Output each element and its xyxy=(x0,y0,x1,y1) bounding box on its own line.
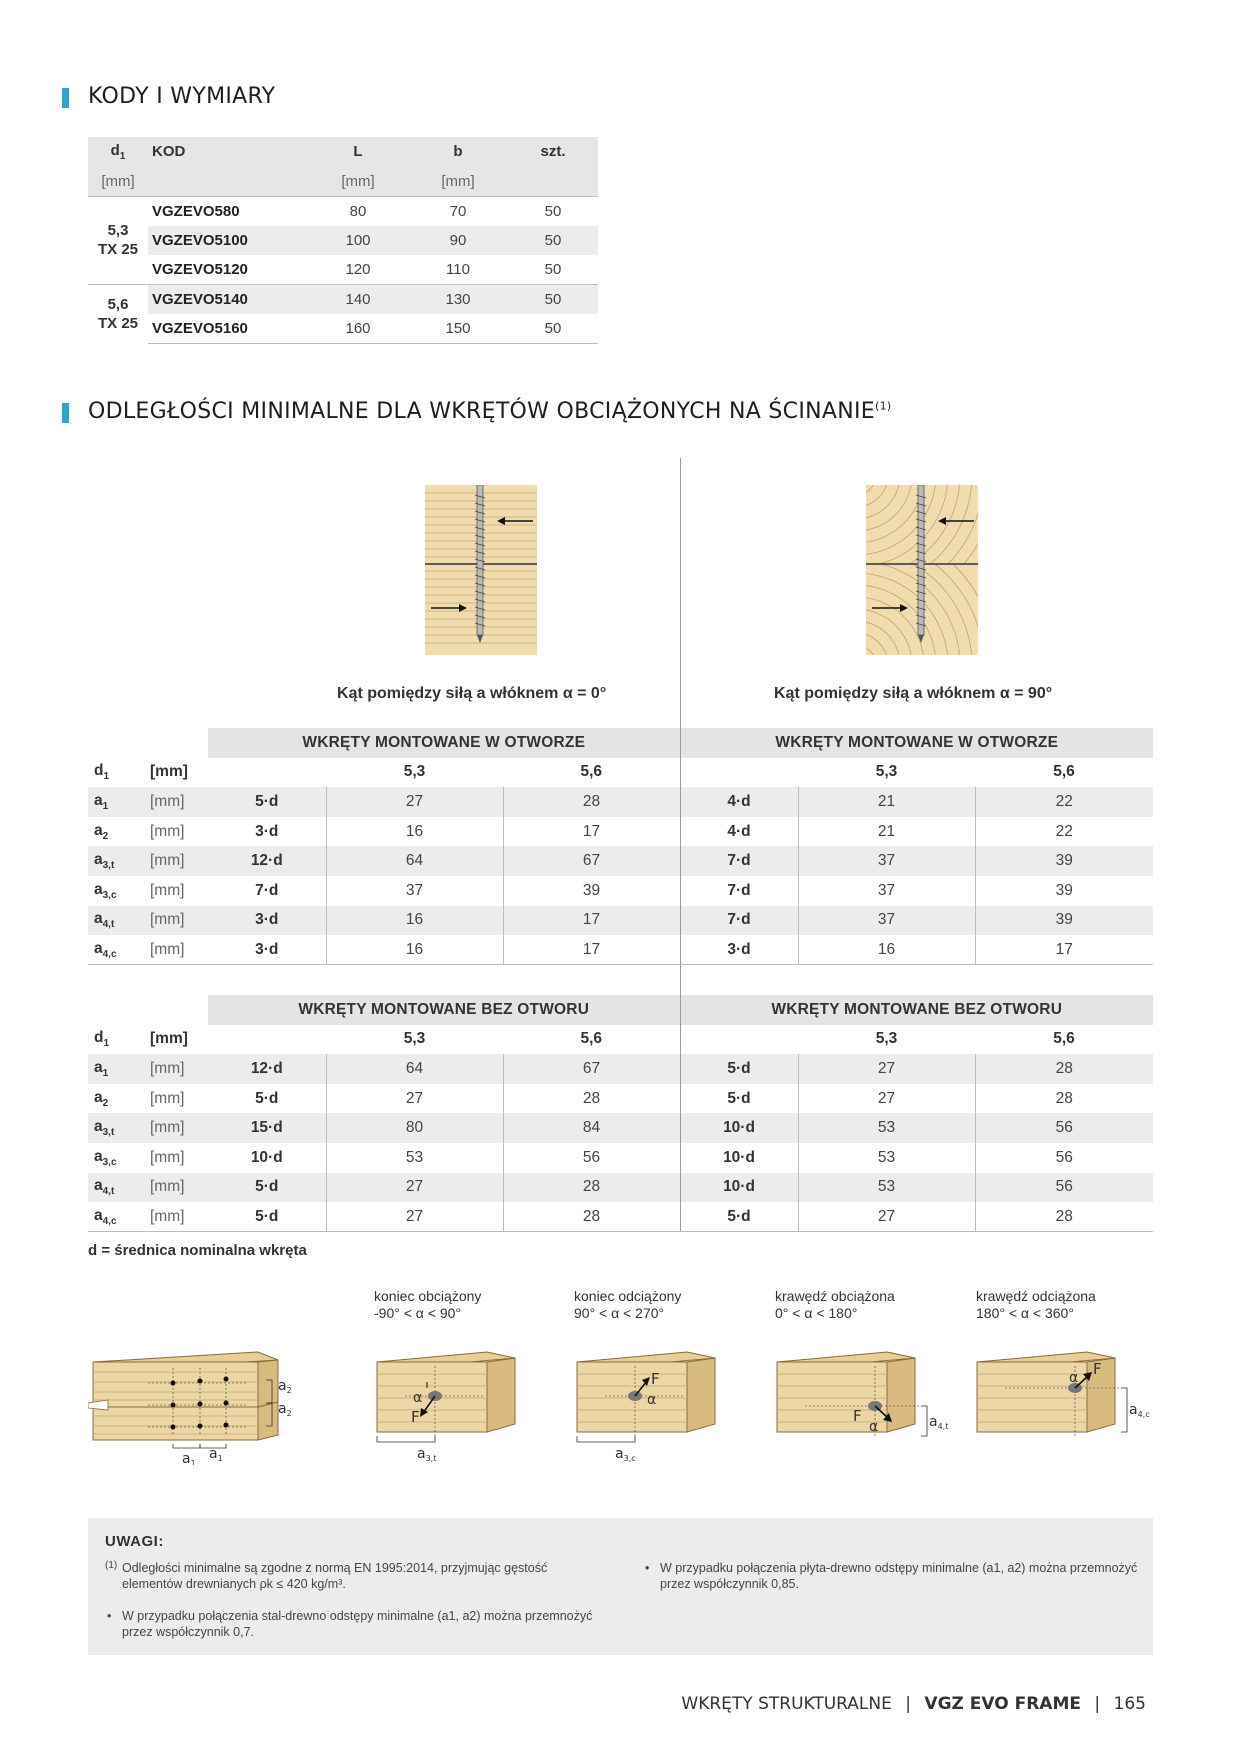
svg-text:F: F xyxy=(1093,1360,1102,1378)
svg-text:F: F xyxy=(411,1408,420,1426)
svg-text:α: α xyxy=(1069,1370,1078,1386)
wood-diagram-alpha-0 xyxy=(425,485,537,655)
note-2: • W przypadku połączenia stal-drewno ods… xyxy=(107,1609,593,1639)
table-row: a3,t [mm] 12·d 64 67 7·d 37 39 xyxy=(88,846,1153,876)
d-definition: d = średnica nominalna wkręta xyxy=(88,1242,307,1259)
header-kod: KOD xyxy=(148,137,308,167)
table-row: a1 [mm] 12·d 64 67 5·d 27 28 xyxy=(88,1054,1153,1084)
svg-text:α: α xyxy=(869,1419,878,1435)
header-L: L xyxy=(308,137,408,167)
distances-table-without-hole: WKRĘTY MONTOWANE BEZ OTWORU WKRĘTY MONTO… xyxy=(88,995,1153,1233)
svg-text:a2: a2 xyxy=(278,1378,292,1395)
spacing-diagram: a2 a2 a1 a1 xyxy=(88,1351,292,1465)
svg-text:F: F xyxy=(651,1370,660,1388)
notes-box: UWAGI: (1) Odległości minimalne są zgodn… xyxy=(88,1518,1153,1655)
wood-diagram-alpha-90 xyxy=(866,485,978,655)
unit-d1: [mm] xyxy=(88,166,148,196)
table-row: a4,c [mm] 5·d 27 28 5·d 27 28 xyxy=(88,1202,1153,1233)
table-row: a2 [mm] 5·d 27 28 5·d 27 28 xyxy=(88,1083,1153,1114)
svg-text:α: α xyxy=(647,1392,656,1408)
page-footer: WKRĘTY STRUKTURALNE | VGZ EVO FRAME | 16… xyxy=(681,1694,1146,1714)
load-case-4-diagram: F α a4,c xyxy=(976,1351,1150,1438)
unit-b: [mm] xyxy=(408,166,508,196)
svg-text:α: α xyxy=(413,1390,422,1406)
footer-product: VGZ EVO FRAME xyxy=(924,1694,1081,1714)
table-row: a4,c [mm] 3·d 16 17 3·d 16 17 xyxy=(88,935,1153,966)
distances-table-with-hole: WKRĘTY MONTOWANE W OTWORZE WKRĘTY MONTOW… xyxy=(88,728,1153,966)
svg-text:a4,t: a4,t xyxy=(929,1414,948,1431)
svg-text:a4,c: a4,c xyxy=(1129,1402,1150,1419)
note-1: (1) Odległości minimalne są zgodne z nor… xyxy=(105,1560,548,1591)
table-row: a1 [mm] 5·d 27 28 4·d 21 22 xyxy=(88,787,1153,817)
table-row: a3,c [mm] 7·d 37 39 7·d 37 39 xyxy=(88,875,1153,906)
section-title-codes: KODY I WYMIARY xyxy=(88,84,276,109)
section-marker xyxy=(62,403,69,423)
svg-text:a2: a2 xyxy=(278,1401,292,1418)
load-case-3-diagram: F α a4,t xyxy=(776,1351,948,1438)
table-row: a3,t [mm] 15·d 80 84 10·d 53 56 xyxy=(88,1113,1153,1143)
unit-L: [mm] xyxy=(308,166,408,196)
header-d1: d1 xyxy=(88,137,148,167)
table-row: a2 [mm] 3·d 16 17 4·d 21 22 xyxy=(88,816,1153,847)
svg-text:a1: a1 xyxy=(209,1446,223,1463)
table-row: a4,t [mm] 5·d 27 28 10·d 53 56 xyxy=(88,1172,1153,1203)
section-marker xyxy=(62,88,69,108)
table-title-without-hole-0: WKRĘTY MONTOWANE BEZ OTWORU xyxy=(208,995,681,1025)
note-3: • W przypadku połączenia płyta-drewno od… xyxy=(645,1561,1138,1591)
page-number: 165 xyxy=(1113,1694,1146,1714)
angle-caption-90: Kąt pomiędzy siłą a włóknem α = 90° xyxy=(774,685,1053,702)
notes-title: UWAGI: xyxy=(105,1533,164,1550)
load-case-2-diagram: F α a3,c xyxy=(576,1351,716,1463)
angle-caption-0: Kąt pomiędzy siłą a włóknem α = 0° xyxy=(337,685,607,702)
header-b: b xyxy=(408,137,508,167)
table-row: a4,t [mm] 3·d 16 17 7·d 37 39 xyxy=(88,905,1153,936)
table-row: VGZEVO5160 160 150 50 xyxy=(88,314,598,344)
table-row: a3,c [mm] 10·d 53 56 10·d 53 56 xyxy=(88,1142,1153,1173)
svg-text:a1: a1 xyxy=(182,1451,196,1465)
table-title-with-hole-0: WKRĘTY MONTOWANE W OTWORZE xyxy=(208,728,681,758)
header-szt: szt. xyxy=(508,137,598,167)
section-title-distances: ODLEGŁOŚCI MINIMALNE DLA WKRĘTÓW OBCIĄŻO… xyxy=(88,399,892,424)
svg-text:a3,t: a3,t xyxy=(417,1446,436,1463)
table-row: VGZEVO5100 100 90 50 xyxy=(88,225,598,255)
footer-section: WKRĘTY STRUKTURALNE xyxy=(681,1694,892,1714)
table-row: VGZEVO5120 120 110 50 xyxy=(152,261,562,278)
table-title-without-hole-90: WKRĘTY MONTOWANE BEZ OTWORU xyxy=(680,995,1153,1025)
table-title-with-hole-90: WKRĘTY MONTOWANE W OTWORZE xyxy=(680,728,1153,758)
svg-text:a3,c: a3,c xyxy=(615,1446,636,1463)
load-case-1-caption: koniec obciążony-90° < α < 90° xyxy=(374,1288,482,1321)
svg-text:F: F xyxy=(853,1407,862,1425)
load-case-1-diagram: α F a3,t xyxy=(376,1351,516,1463)
